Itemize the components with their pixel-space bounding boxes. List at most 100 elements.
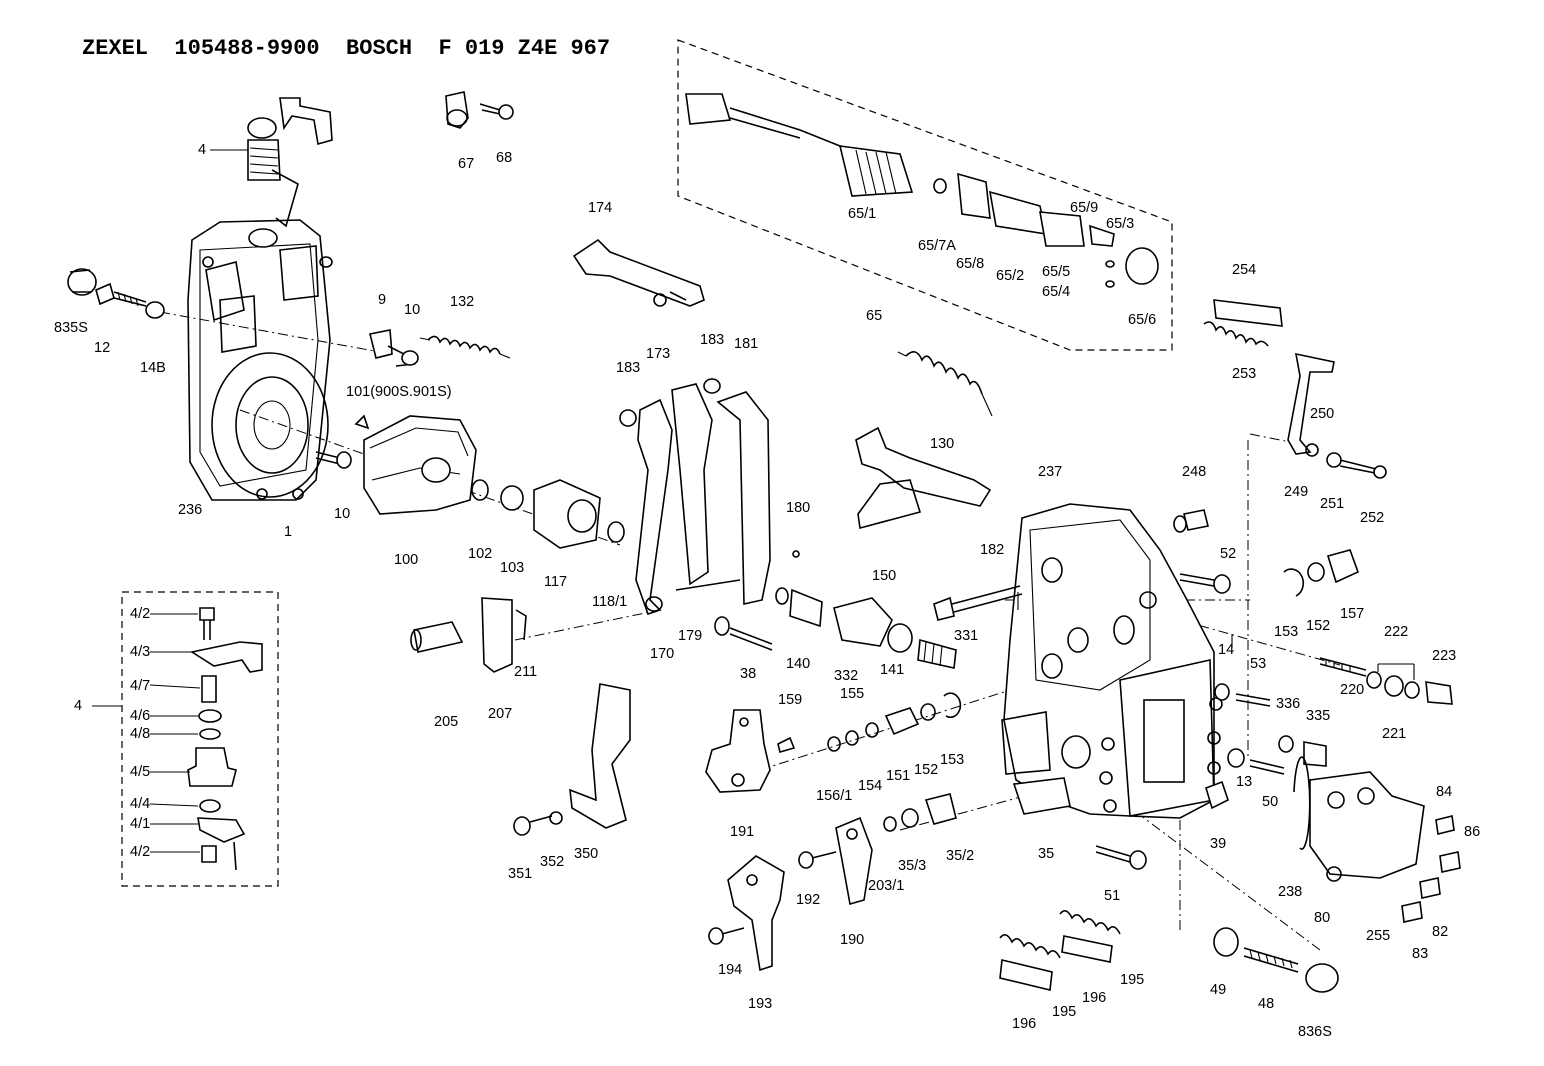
part-label-80: 80 xyxy=(1314,910,1331,926)
part-label-237: 237 xyxy=(1038,464,1063,480)
part-label-4-6: 4/6 xyxy=(130,708,151,724)
part-4-lever-assembly xyxy=(247,97,333,228)
part-label-53: 53 xyxy=(1250,656,1267,672)
part-label-83: 83 xyxy=(1412,946,1429,962)
part-label-207: 207 xyxy=(488,706,513,722)
bolt-38 xyxy=(714,616,773,651)
pin-254-spring-253 xyxy=(1203,299,1283,347)
sleeve-117-stack xyxy=(471,479,625,549)
spring-140 xyxy=(775,587,823,628)
diagram-title: ZEXEL 105488-9900 BOSCH F 019 Z4E 967 xyxy=(82,36,611,61)
part-label-100: 100 xyxy=(394,552,419,568)
part-label-65-2: 65/2 xyxy=(996,268,1025,284)
part-label-238: 238 xyxy=(1278,884,1303,900)
part-label-220: 220 xyxy=(1340,682,1365,698)
clip-67-screw-68 xyxy=(445,91,514,129)
part-label-13: 13 xyxy=(1236,774,1253,790)
control-lever-181 xyxy=(619,378,800,616)
part-label-221: 221 xyxy=(1382,726,1407,742)
part-label-156-1: 156/1 xyxy=(816,788,853,804)
part-label-191: 191 xyxy=(730,824,755,840)
part-label-65-7a: 65/7A xyxy=(918,238,956,254)
part-label-1: 1 xyxy=(284,524,293,540)
part-label-14b: 14B xyxy=(140,360,166,376)
part-label-195-right: 195 xyxy=(1120,972,1145,988)
part-label-35-3: 35/3 xyxy=(898,858,927,874)
part-label-254: 254 xyxy=(1232,262,1257,278)
part-label-180: 180 xyxy=(786,500,811,516)
part-label-65: 65 xyxy=(866,308,883,324)
part-label-173: 173 xyxy=(646,346,671,362)
part-label-65-6: 65/6 xyxy=(1128,312,1157,328)
part-label-190: 190 xyxy=(840,932,865,948)
spring-130 xyxy=(897,351,993,417)
part-label-179: 179 xyxy=(678,628,703,644)
part-label-65-8: 65/8 xyxy=(956,256,985,272)
part-label-252: 252 xyxy=(1360,510,1385,526)
part-label-39: 39 xyxy=(1210,836,1227,852)
parts-203-35 xyxy=(883,777,1071,832)
part-label-140: 140 xyxy=(786,656,811,672)
part-label-183-left: 183 xyxy=(616,360,641,376)
part-label-141: 141 xyxy=(880,662,905,678)
part-label-50: 50 xyxy=(1262,794,1279,810)
lever-shaft-150 xyxy=(855,426,992,530)
part-label-65-4: 65/4 xyxy=(1042,284,1071,300)
part-label-150: 150 xyxy=(872,568,897,584)
part-label-35-2: 35/2 xyxy=(946,848,975,864)
part-label-153-lower: 153 xyxy=(940,752,965,768)
part-label-101: 101(900S.901S) xyxy=(346,384,452,400)
part-label-117: 117 xyxy=(544,574,568,590)
part-label-192: 192 xyxy=(796,892,821,908)
part-label-152-right: 152 xyxy=(1306,618,1331,634)
part-label-332: 332 xyxy=(834,668,859,684)
part-label-4: 4 xyxy=(198,142,207,158)
flyweight-holder-100 xyxy=(315,414,477,515)
part-label-4-4: 4/4 xyxy=(130,796,151,812)
part-label-250: 250 xyxy=(1310,406,1335,422)
part-label-65-9: 65/9 xyxy=(1070,200,1099,216)
part-label-351: 351 xyxy=(508,866,533,882)
bracket-249 xyxy=(1287,352,1387,479)
part-label-102: 102 xyxy=(468,546,493,562)
part-label-251: 251 xyxy=(1320,496,1345,512)
lever-193 xyxy=(727,855,785,972)
part-label-236: 236 xyxy=(178,502,203,518)
part-label-86: 86 xyxy=(1464,824,1481,840)
part-label-49: 49 xyxy=(1210,982,1227,998)
part-label-193: 193 xyxy=(748,996,773,1012)
part-label-153-right: 153 xyxy=(1274,624,1299,640)
part-label-52: 52 xyxy=(1220,546,1237,562)
sleeve-332-nut-141-spring-331 xyxy=(833,597,957,669)
part-label-336: 336 xyxy=(1276,696,1301,712)
part-label-255: 255 xyxy=(1366,928,1391,944)
part-label-65-1: 65/1 xyxy=(848,206,877,222)
part-label-65-5: 65/5 xyxy=(1042,264,1071,280)
part-label-182: 182 xyxy=(980,542,1005,558)
part-label-4-3: 4/3 xyxy=(130,644,151,660)
part-label-51: 51 xyxy=(1104,888,1121,904)
lever-190 xyxy=(835,816,873,906)
plug-153-152-157 xyxy=(1283,549,1360,597)
part-label-835s: 835S xyxy=(54,320,88,336)
solenoid-assembly-boundary xyxy=(677,39,1173,351)
shim-stack-156-155-154-151-152-153 xyxy=(827,692,962,752)
springs-196-195 xyxy=(999,910,1121,991)
part-label-170: 170 xyxy=(650,646,675,662)
cover-80-seal-238 xyxy=(1293,756,1461,923)
part-label-174: 174 xyxy=(588,200,613,216)
part-label-331: 331 xyxy=(954,628,979,644)
part-label-4-group: 4 xyxy=(74,698,83,714)
part-label-249: 249 xyxy=(1284,484,1309,500)
part-4-detail-box xyxy=(121,591,279,887)
part-label-67: 67 xyxy=(458,156,475,172)
part-label-151: 151 xyxy=(886,768,911,784)
part-label-335: 335 xyxy=(1306,708,1331,724)
part-label-205: 205 xyxy=(434,714,459,730)
part-label-4-2-bottom: 4/2 xyxy=(130,844,151,860)
part-label-82: 82 xyxy=(1432,924,1449,940)
bracket-9-bolt-10 xyxy=(369,329,419,367)
plate-207 xyxy=(481,597,527,673)
part-4-breakdown xyxy=(187,607,263,871)
